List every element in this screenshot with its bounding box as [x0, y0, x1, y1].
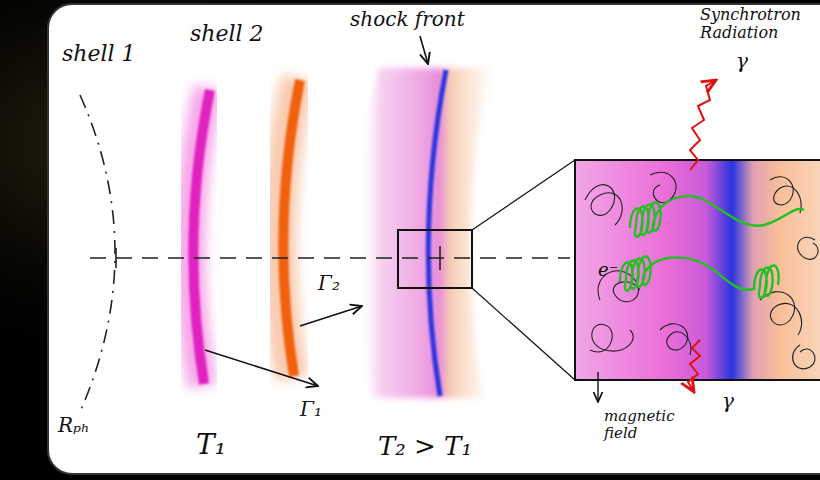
- time-label: T₁: [196, 430, 226, 461]
- photon-label: γ: [722, 390, 734, 412]
- electron-label: e⁻: [598, 260, 618, 280]
- time-label: T₂ > T₁: [378, 432, 472, 461]
- photon-label: γ: [736, 50, 748, 72]
- radius-label: Rₚₕ: [58, 414, 90, 436]
- lorentz-label: Γ₂: [318, 272, 340, 294]
- radiation-label: Synchrotron Radiation: [700, 6, 812, 41]
- shell-label: shell 1: [62, 42, 136, 66]
- shell-label: shell 2: [190, 22, 264, 46]
- field-label: magnetic field: [604, 408, 684, 441]
- lorentz-label: Γ₁: [300, 398, 322, 420]
- shock-label: shock front: [350, 8, 465, 30]
